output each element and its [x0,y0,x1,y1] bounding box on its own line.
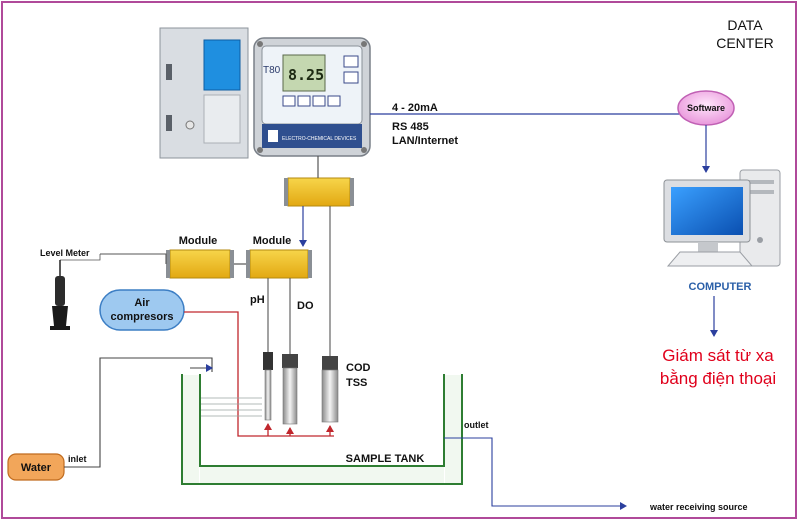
computer-icon [663,169,781,267]
controller-reading: 8.25 [288,66,324,84]
do-label: DO [297,300,314,312]
signal-4-20ma: 4 - 20mA [392,102,438,114]
ph-label: pH [250,294,265,306]
level-meter-label: Level Meter [40,248,90,258]
cod-label: COD [346,362,371,374]
outlet-label: outlet [464,420,489,430]
controller-brand: ELECTRO-CHEMICAL DEVICES [282,136,357,142]
computer-label: COMPUTER [689,281,752,293]
sample-tank [181,374,463,485]
controller-model: T80 [263,65,281,76]
sample-tank-label: SAMPLE TANK [346,453,425,465]
do-probe [282,354,298,425]
air-compressor-label1: Air [134,297,150,309]
data-center-label-2: CENTER [716,35,774,51]
signal-rs485: RS 485 [392,121,429,133]
ph-probe [263,352,273,421]
air-compressor-label2: compresors [111,311,174,323]
remote-monitor-line1: Giám sát từ xa [662,346,774,365]
water-label: Water [21,462,52,474]
inlet-pipe [64,357,213,468]
receiving-source-label: water receiving source [649,502,748,512]
level-meter-drop [60,254,101,261]
data-center-label: DATA [727,17,763,33]
signal-lan: LAN/Internet [392,135,458,147]
remote-monitor-line2: bằng điện thoại [660,369,776,388]
level-module [166,249,234,279]
module-1-label: Module [179,235,218,247]
level-meter-probe [50,260,70,330]
t80-controller [253,37,371,157]
tss-label: TSS [346,377,367,389]
air-supply-line [184,311,334,437]
module-2-label: Module [253,235,292,247]
level-meter-cable [100,253,167,264]
central-module [284,177,354,207]
sensor-module [246,249,312,279]
inlet-label: inlet [68,454,87,464]
water-surface [201,397,262,417]
outlet-pipe [444,437,627,510]
air-compressor-node [99,289,185,331]
cod-tss-probe [321,356,339,423]
analyzer-cabinet [159,27,249,159]
software-label: Software [687,103,725,113]
